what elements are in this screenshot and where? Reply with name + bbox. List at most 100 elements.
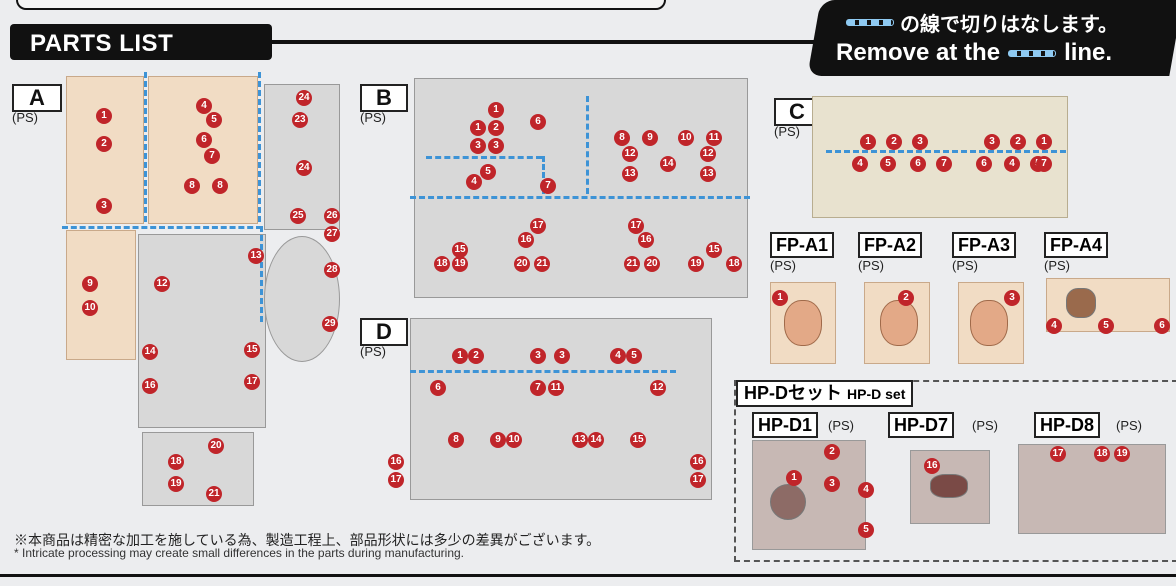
part-number: 16 <box>518 232 534 248</box>
part-number: 3 <box>470 138 486 154</box>
part-number: 8 <box>448 432 464 448</box>
part-number: 1 <box>772 290 788 306</box>
part-number: 3 <box>530 348 546 364</box>
part-number: 7 <box>540 178 556 194</box>
part-number: 3 <box>488 138 504 154</box>
part-number: 1 <box>452 348 468 364</box>
runner-a-frame-6 <box>142 432 254 506</box>
part-number: 1 <box>1036 134 1052 150</box>
notice-en-2: line. <box>1064 39 1113 66</box>
part-number: 21 <box>206 486 222 502</box>
part-number: 13 <box>622 166 638 182</box>
fp-a4-material: (PS) <box>1044 258 1070 273</box>
hp-d1-label: HP-D1 <box>752 412 819 438</box>
part-number: 16 <box>142 378 158 394</box>
notice-en-1: Remove at the <box>836 39 1001 66</box>
part-number: 17 <box>530 218 546 234</box>
hp-d8-label: HP-D8 <box>1034 412 1101 438</box>
fp-a2-material: (PS) <box>858 258 884 273</box>
part-number: 5 <box>880 156 896 172</box>
part-number: 12 <box>700 146 716 162</box>
part-number: 2 <box>96 136 112 152</box>
part-number: 19 <box>168 476 184 492</box>
part-number: 15 <box>706 242 722 258</box>
part-number: 16 <box>924 458 940 474</box>
bottom-rule <box>0 574 1176 577</box>
cut-line-sample-icon <box>846 19 894 26</box>
part-number: 12 <box>650 380 666 396</box>
part-number: 10 <box>82 300 98 316</box>
part-number: 20 <box>514 256 530 272</box>
runner-b-label: B <box>360 84 408 112</box>
runner-a-frame-4 <box>66 230 136 360</box>
part-number: 10 <box>678 130 694 146</box>
part-number: 19 <box>688 256 704 272</box>
hair-part-icon <box>930 474 968 498</box>
banner-divider <box>272 40 832 44</box>
part-number: 18 <box>434 256 450 272</box>
cut-line <box>144 72 147 222</box>
page-title: PARTS LIST <box>30 30 174 57</box>
fp-a4-label: FP-A4 <box>1044 232 1109 258</box>
cut-line <box>410 196 750 199</box>
part-number: 17 <box>690 472 706 488</box>
part-number: 11 <box>706 130 722 146</box>
part-number: 1 <box>96 108 112 124</box>
face-part-icon <box>784 300 822 346</box>
part-number: 14 <box>588 432 604 448</box>
cut-line <box>826 150 1066 153</box>
part-number: 3 <box>912 134 928 150</box>
part-number: 2 <box>468 348 484 364</box>
part-number: 3 <box>984 134 1000 150</box>
hp-d1-material: (PS) <box>828 418 854 433</box>
runner-c-material: (PS) <box>774 124 800 139</box>
part-number: 4 <box>852 156 868 172</box>
runner-a-frame-5 <box>138 234 266 428</box>
part-number: 17 <box>244 374 260 390</box>
part-number: 3 <box>1004 290 1020 306</box>
part-number: 17 <box>388 472 404 488</box>
part-number: 6 <box>530 114 546 130</box>
part-number: 3 <box>96 198 112 214</box>
runner-a-label: A <box>12 84 62 112</box>
cut-line <box>410 370 676 373</box>
manufacturing-note-en: * Intricate processing may create small … <box>14 546 464 560</box>
parts-list-title-box: PARTS LIST <box>10 24 272 60</box>
part-number: 16 <box>388 454 404 470</box>
part-number: 2 <box>1010 134 1026 150</box>
part-number: 2 <box>886 134 902 150</box>
part-number: 14 <box>660 156 676 172</box>
face-part-icon <box>970 300 1008 346</box>
part-number: 14 <box>142 344 158 360</box>
part-number: 16 <box>690 454 706 470</box>
part-number: 4 <box>1046 318 1062 334</box>
disc-part-icon <box>770 484 806 520</box>
part-number: 4 <box>858 482 874 498</box>
part-number: 2 <box>824 444 840 460</box>
part-number: 16 <box>638 232 654 248</box>
part-number: 6 <box>196 132 212 148</box>
cut-line <box>542 156 545 194</box>
part-number: 1 <box>860 134 876 150</box>
part-number: 4 <box>196 98 212 114</box>
cut-line <box>258 72 261 222</box>
fp-a2-runner <box>864 282 930 364</box>
part-number: 26 <box>324 208 340 224</box>
part-number: 6 <box>430 380 446 396</box>
part-number: 12 <box>622 146 638 162</box>
part-number: 4 <box>610 348 626 364</box>
part-number: 6 <box>910 156 926 172</box>
part-number: 27 <box>324 226 340 242</box>
runner-b-material: (PS) <box>360 110 386 125</box>
parts-list-banner: PARTS LIST <box>0 24 1176 64</box>
part-number: 9 <box>490 432 506 448</box>
part-number: 7 <box>530 380 546 396</box>
part-number: 7 <box>1036 156 1052 172</box>
part-number: 12 <box>154 276 170 292</box>
fp-a1-label: FP-A1 <box>770 232 835 258</box>
cut-line <box>426 156 542 159</box>
part-number: 8 <box>614 130 630 146</box>
part-number: 5 <box>1098 318 1114 334</box>
hp-d-set-title-jp: HP-Dセット <box>744 383 842 403</box>
part-number: 1 <box>786 470 802 486</box>
